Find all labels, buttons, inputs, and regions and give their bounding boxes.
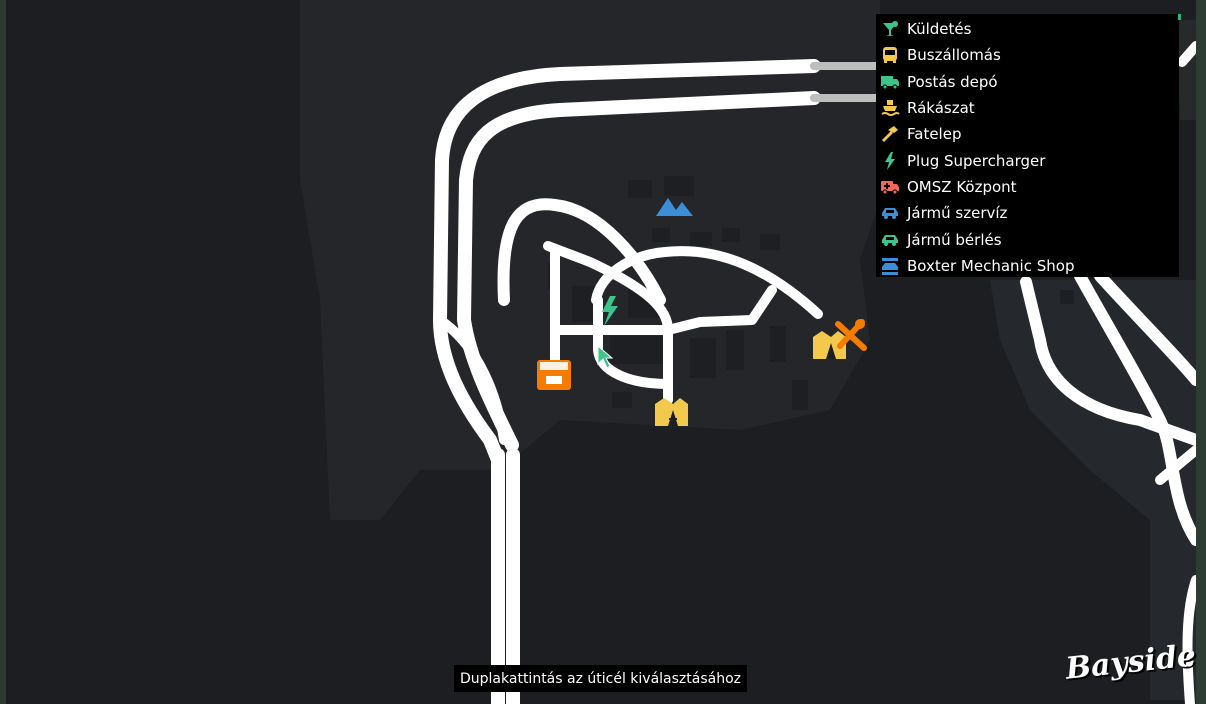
map-edge bbox=[1196, 0, 1206, 704]
lightning-icon bbox=[879, 150, 901, 172]
legend-item-label: Jármű bérlés bbox=[907, 230, 1002, 249]
barn-icon[interactable] bbox=[813, 331, 846, 359]
truck-icon bbox=[879, 71, 901, 93]
legend-item-plug-supercharger[interactable]: Plug Supercharger bbox=[876, 147, 1179, 173]
land-area bbox=[1176, 20, 1196, 120]
legend-item-label: Boxter Mechanic Shop bbox=[907, 256, 1075, 275]
map-legend: Küldetés Buszállomás Postás depó Rákásza… bbox=[876, 14, 1179, 277]
bus-icon bbox=[879, 44, 901, 66]
map-cursor-icon bbox=[597, 344, 614, 369]
legend-item-fatelep[interactable]: Fatelep bbox=[876, 121, 1179, 147]
legend-item-jarmu-berles[interactable]: Jármű bérlés bbox=[876, 226, 1179, 252]
wrench-icon[interactable] bbox=[835, 319, 867, 351]
car-icon bbox=[879, 202, 901, 224]
legend-item-label: Küldetés bbox=[907, 20, 972, 39]
legend-item-label: Rákászat bbox=[907, 99, 975, 118]
legend-item-label: Jármű szervíz bbox=[907, 204, 1008, 223]
barn-icon[interactable] bbox=[655, 398, 688, 426]
legend-item-boxter-mechanic-shop[interactable]: Boxter Mechanic Shop bbox=[876, 253, 1179, 279]
legend-item-rakaszat[interactable]: Rákászat bbox=[876, 95, 1179, 121]
map-edge bbox=[0, 0, 6, 704]
legend-item-label: OMSZ Központ bbox=[907, 177, 1017, 196]
legend-item-jarmu-szerviz[interactable]: Jármű szervíz bbox=[876, 200, 1179, 226]
shop-icon[interactable] bbox=[537, 360, 571, 390]
car-icon bbox=[879, 229, 901, 251]
ship-icon bbox=[879, 97, 901, 119]
ambulance-icon bbox=[879, 176, 901, 198]
roads bbox=[433, 41, 1202, 704]
hammer-icon bbox=[879, 123, 901, 145]
legend-item-label: Fatelep bbox=[907, 125, 962, 144]
car-lift-icon bbox=[879, 255, 901, 277]
legend-item-kuldetes[interactable]: Küldetés bbox=[876, 16, 1179, 42]
legend-item-buszallomas[interactable]: Buszállomás bbox=[876, 42, 1179, 68]
legend-item-label: Postás depó bbox=[907, 72, 998, 91]
mountain-icon[interactable] bbox=[656, 198, 693, 216]
buildings bbox=[548, 176, 1074, 410]
hint-tooltip: Duplakattintás az úticél kiválasztásához bbox=[454, 665, 747, 692]
legend-item-postas-depo[interactable]: Postás depó bbox=[876, 69, 1179, 95]
legend-accent bbox=[1178, 14, 1181, 20]
lightning-icon[interactable] bbox=[602, 296, 618, 326]
cocktail-icon bbox=[879, 18, 901, 40]
legend-item-label: Plug Supercharger bbox=[907, 151, 1046, 170]
legend-item-label: Buszállomás bbox=[907, 46, 1001, 65]
legend-item-omsz-kozpont[interactable]: OMSZ Központ bbox=[876, 174, 1179, 200]
